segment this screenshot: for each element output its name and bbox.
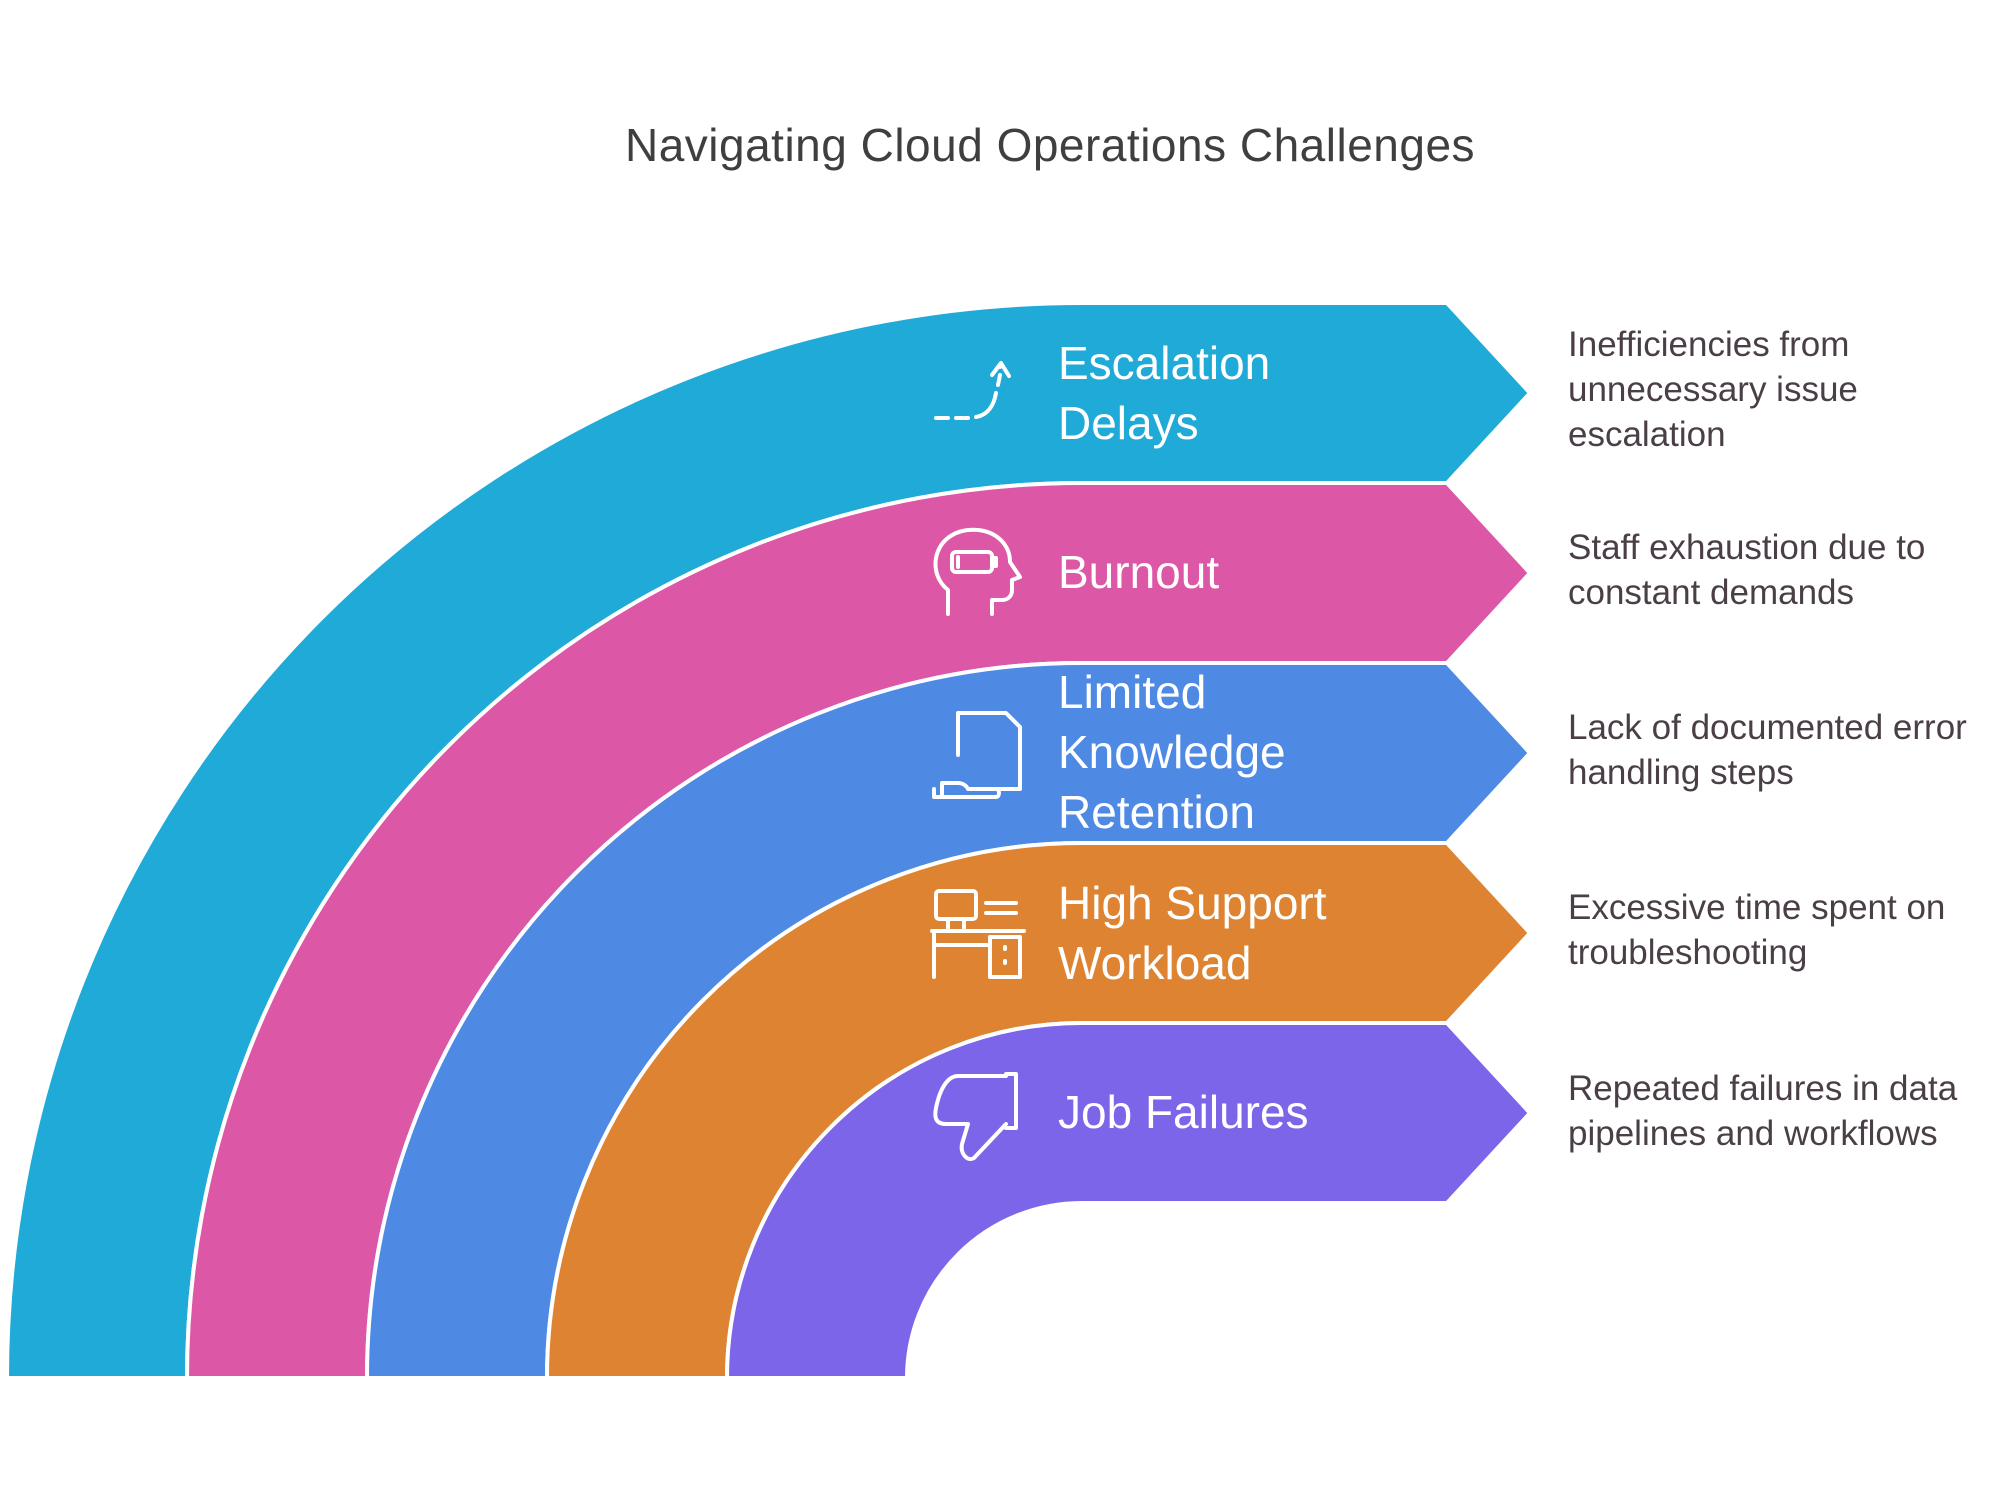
description-burnout: Staff exhaustion due to constant demands bbox=[1568, 528, 1926, 612]
head-low-battery-icon bbox=[928, 522, 1028, 622]
band-label-workload: High Support Workload bbox=[1058, 877, 1327, 989]
computer-desk-icon bbox=[928, 885, 1028, 985]
band-label-burnout: Burnout bbox=[1058, 546, 1220, 598]
hand-document-icon bbox=[928, 705, 1028, 805]
band-shape-failures bbox=[724, 1021, 1533, 1380]
description-knowledge: Lack of documented error handling steps bbox=[1568, 708, 1967, 792]
band-label-escalation: Escalation Delays bbox=[1058, 337, 1271, 449]
arrow-up-right-dashed-icon bbox=[928, 343, 1028, 443]
description-workload: Excessive time spent on troubleshooting bbox=[1568, 888, 1946, 972]
description-failures: Repeated failures in data pipelines and … bbox=[1568, 1069, 1958, 1153]
description-escalation: Inefficiencies from unnecessary issue es… bbox=[1568, 325, 1858, 454]
thumbs-down-icon bbox=[928, 1068, 1028, 1168]
band-label-failures: Job Failures bbox=[1058, 1086, 1309, 1138]
band-label-knowledge: Limited Knowledge Retention bbox=[1058, 666, 1286, 838]
diagram-title: Navigating Cloud Operations Challenges bbox=[624, 119, 1476, 171]
